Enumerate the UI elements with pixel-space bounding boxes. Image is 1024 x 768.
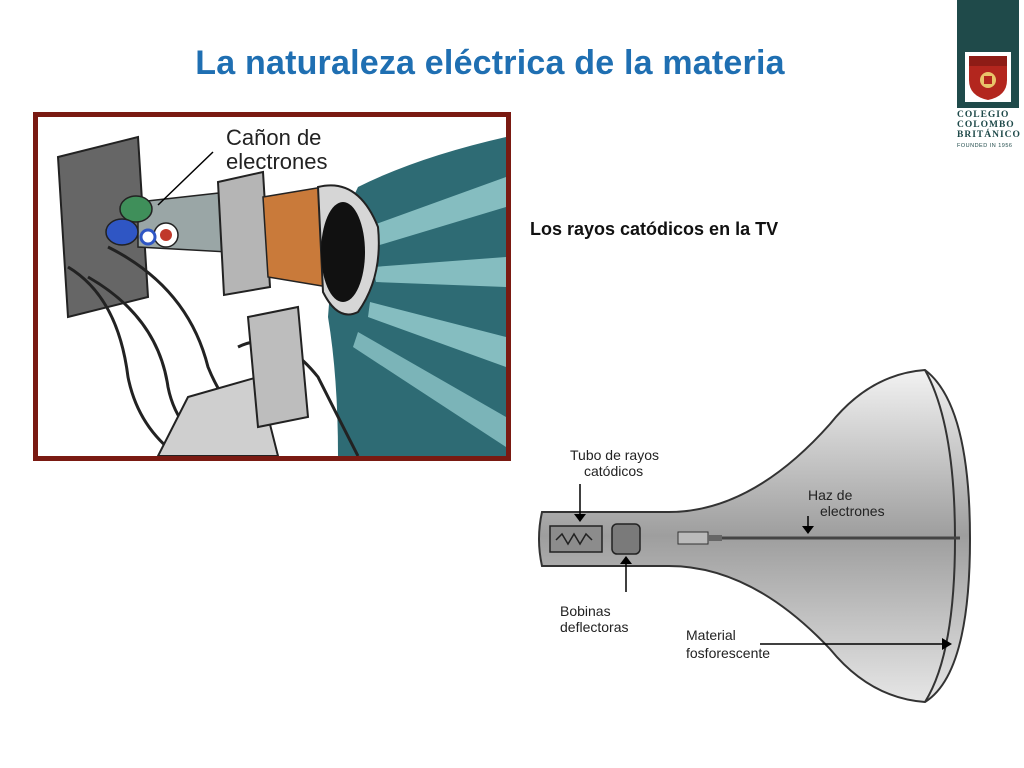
label-haz-1: Haz de — [808, 487, 853, 503]
logo-founded: FOUNDED IN 1956 — [957, 143, 1013, 149]
label-tubo-1: Tubo de rayos — [570, 447, 659, 463]
electron-gun-illustration: Cañon de electrones — [56, 125, 506, 456]
label-canon: Cañon de — [226, 125, 321, 150]
label-tubo-2: catódicos — [584, 463, 643, 479]
logo-line-2: COLOMBO — [957, 120, 1015, 130]
crt-diagram: Tubo de rayos catódicos Haz de electrone… — [530, 364, 980, 704]
shield-icon — [965, 52, 1011, 102]
electron-gun-figure: Cañon de electrones — [33, 112, 511, 461]
logo-line-3: BRITÁNICO — [957, 130, 1021, 140]
logo-line-1: COLEGIO — [957, 110, 1010, 120]
label-bobinas-1: Bobinas — [560, 603, 611, 619]
crt-tube-illustration: Tubo de rayos catódicos Haz de electrone… — [538, 368, 972, 704]
label-material-2: fosforescente — [686, 645, 770, 661]
label-bobinas-2: deflectoras — [560, 619, 628, 635]
label-material-1: Material — [686, 627, 736, 643]
school-logo: COLEGIO COLOMBO BRITÁNICO FOUNDED IN 195… — [957, 0, 1021, 160]
slide-title: La naturaleza eléctrica de la materia — [195, 44, 785, 82]
caption-rayos-catodicos: Los rayos catódicos en la TV — [530, 219, 779, 239]
label-haz-2: electrones — [820, 503, 885, 519]
label-electrones: electrones — [226, 149, 328, 174]
